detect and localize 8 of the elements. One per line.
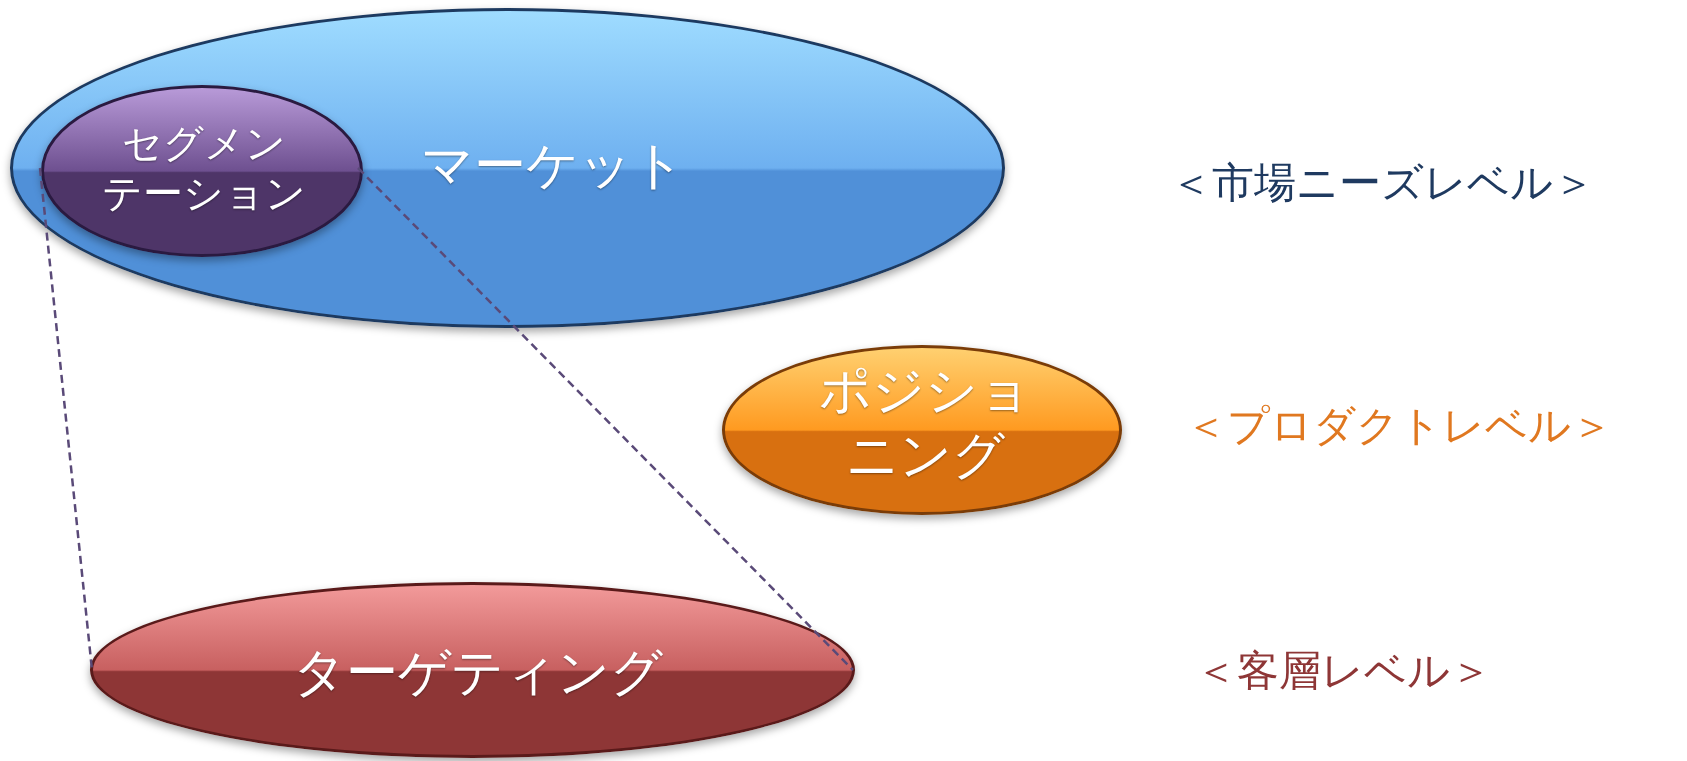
node-label: ターゲティング <box>292 641 664 704</box>
node-label: マーケット <box>420 134 686 197</box>
node-label: セグメンテーション <box>100 119 307 218</box>
node-label: ポジショニング <box>818 359 1032 487</box>
level-label: ＜市場ニーズレベル＞ <box>1170 157 1595 209</box>
level-label: ＜プロダクトレベル＞ <box>1185 400 1613 452</box>
dashed-line <box>357 167 854 671</box>
level-label: ＜客層レベル＞ <box>1195 645 1492 697</box>
